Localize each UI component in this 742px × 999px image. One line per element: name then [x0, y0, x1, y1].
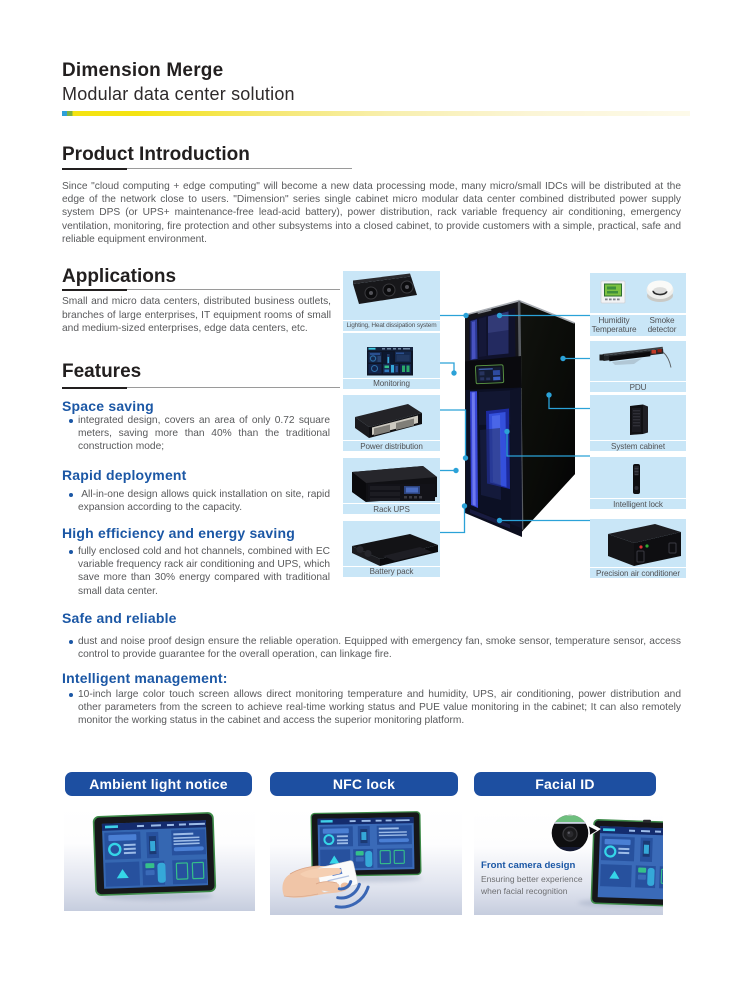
svg-text:Ensuring better experience: Ensuring better experience [481, 874, 583, 884]
svg-text:when facial recognition: when facial recognition [480, 886, 568, 896]
svg-text:Front camera design: Front camera design [481, 860, 576, 871]
